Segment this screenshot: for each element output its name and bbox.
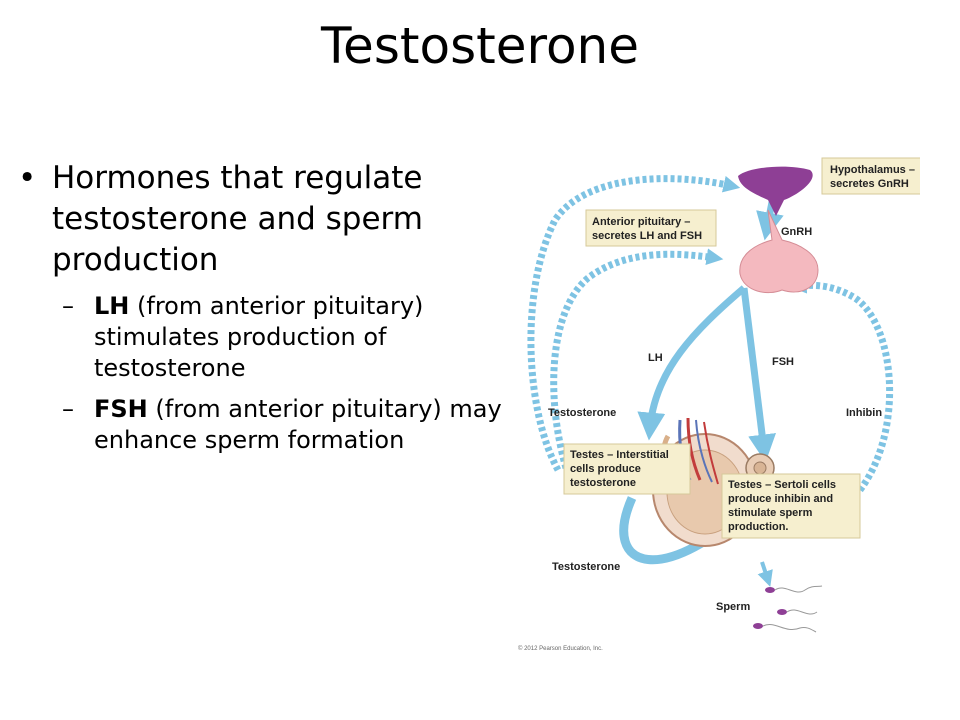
sperm-illustration [753, 561, 823, 633]
fsh-label: FSH [772, 356, 794, 368]
testosterone-feedback-label: Testosterone [548, 407, 616, 419]
hormone-regulation-diagram: Hypothalamus – secretes GnRH Anterior pi… [518, 157, 920, 652]
lh-arrow [637, 285, 747, 441]
bullet-dot-icon: • [18, 160, 37, 196]
hypothalamus-label-line1: Hypothalamus – [830, 164, 915, 176]
bullet-text-lh: (from anterior pituitary) stimulates pro… [94, 292, 424, 382]
bullet-sub-fsh: – FSH (from anterior pituitary) may enha… [18, 394, 518, 456]
sertoli-label-line1: Testes – Sertoli cells [728, 479, 836, 491]
sertoli-label-line4: production. [728, 521, 789, 533]
bullet-text-fsh: (from anterior pituitary) may enhance sp… [94, 395, 502, 454]
interstitial-label-box [563, 443, 691, 495]
gnrh-label: GnRH [781, 226, 812, 238]
local-testosterone-label: Testosterone [552, 561, 620, 573]
dash-icon: – [62, 395, 74, 423]
hypothalamus-label-box [821, 157, 920, 195]
sertoli-label-line2: produce inhibin and [728, 493, 833, 505]
inhibin-feedback-arrow [789, 276, 894, 493]
pituitary-label-line1: Anterior pituitary – [592, 216, 690, 228]
bullet-sub-lh: – LH (from anterior pituitary) stimulate… [18, 291, 518, 384]
sperm-label: Sperm [716, 601, 750, 613]
interstitial-label-line3: testosterone [570, 477, 636, 489]
fsh-arrow [740, 287, 777, 463]
pituitary-label-line2: secretes LH and FSH [592, 230, 702, 242]
testosterone-feedback-outer-arrow [527, 175, 741, 472]
bullet-main: • Hormones that regulate testosterone an… [18, 158, 518, 281]
bullet-term-fsh: FSH [94, 395, 148, 423]
hypothalamus-shape [738, 166, 813, 216]
hypothalamus-label-line2: secretes GnRH [830, 178, 909, 190]
lh-label: LH [648, 352, 663, 364]
dash-icon: – [62, 292, 74, 320]
slide-title: Testosterone [321, 17, 639, 75]
interstitial-label-line2: cells produce [570, 463, 641, 475]
testosterone-feedback-inner-arrow [550, 248, 724, 469]
bullet-term-lh: LH [94, 292, 130, 320]
pituitary-shape [739, 209, 819, 294]
interstitial-label-line1: Testes – Interstitial [570, 449, 669, 461]
inhibin-label: Inhibin [846, 407, 882, 419]
sertoli-label-line3: stimulate sperm [728, 507, 813, 519]
pituitary-label-box [585, 209, 717, 247]
copyright-notice: © 2012 Pearson Education, Inc. [518, 645, 603, 652]
bullet-list: • Hormones that regulate testosterone an… [18, 158, 518, 456]
sertoli-label-box [721, 473, 861, 539]
bullet-main-text: Hormones that regulate testosterone and … [52, 160, 423, 278]
